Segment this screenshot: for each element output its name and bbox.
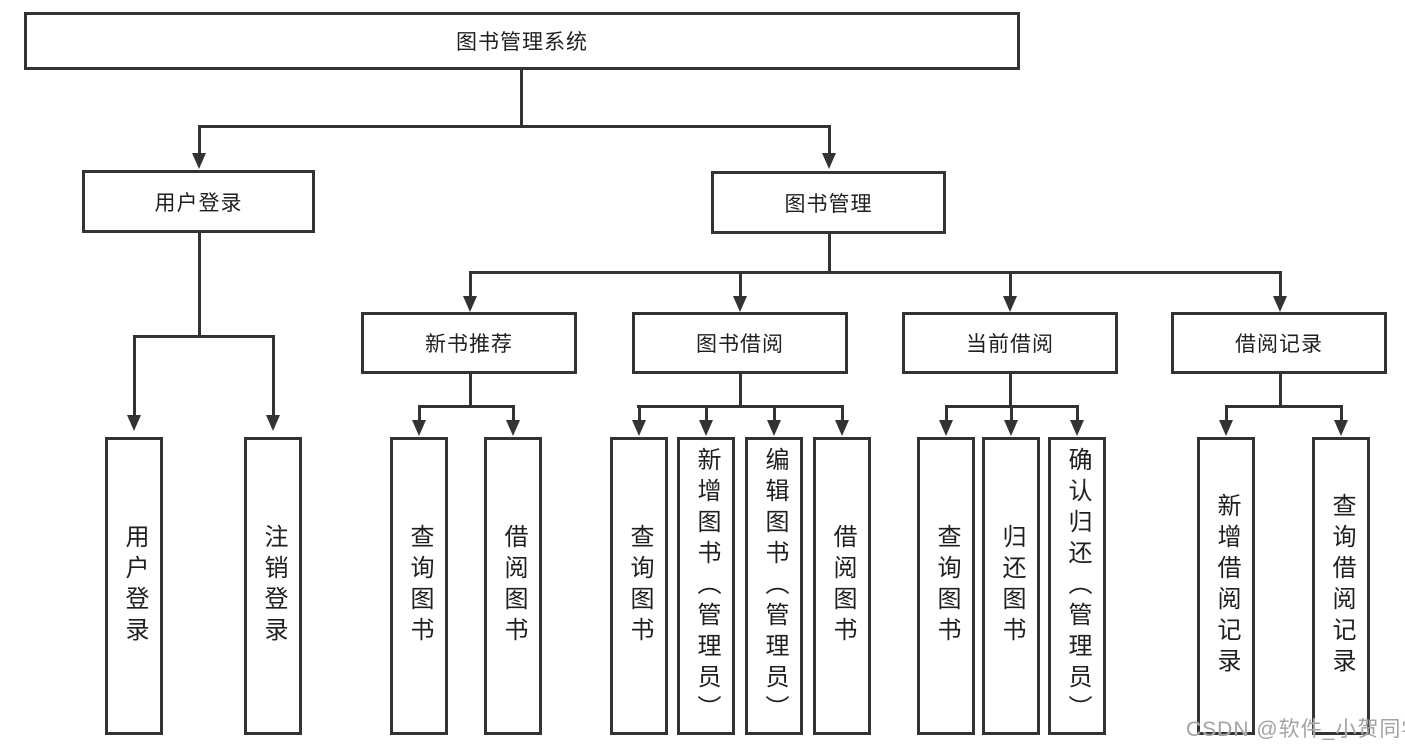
connector-line bbox=[841, 405, 844, 421]
node-leaf-add-borrow-record: 新增借阅记录 bbox=[1197, 437, 1255, 735]
node-label: 图书管理 bbox=[784, 192, 873, 216]
node-leaf-edit-books-admin: 编辑图书（管理员） bbox=[745, 437, 803, 735]
connector-line bbox=[828, 234, 831, 274]
arrowhead-down-icon bbox=[463, 296, 477, 312]
arrowhead-down-icon bbox=[767, 420, 781, 436]
connector-line bbox=[469, 271, 1282, 274]
arrowhead-down-icon bbox=[632, 420, 646, 436]
node-label: 查询借阅记录 bbox=[1328, 493, 1355, 679]
node-book-management-branch: 图书管理 bbox=[711, 171, 946, 234]
connector-line bbox=[198, 125, 201, 155]
node-label: 用户登录 bbox=[121, 524, 148, 648]
connector-line bbox=[739, 374, 742, 407]
connector-line bbox=[637, 405, 844, 408]
arrowhead-down-icon bbox=[733, 296, 747, 312]
connector-line bbox=[739, 271, 742, 297]
arrowhead-down-icon bbox=[1003, 296, 1017, 312]
node-label: 查询图书 bbox=[626, 524, 653, 648]
node-label: 借阅记录 bbox=[1235, 333, 1323, 356]
arrowhead-down-icon bbox=[266, 415, 280, 431]
connector-line bbox=[945, 405, 948, 421]
node-leaf-query-books-recommend: 查询图书 bbox=[390, 437, 448, 735]
node-book-borrowing: 图书借阅 bbox=[632, 312, 848, 374]
arrowhead-down-icon bbox=[1273, 296, 1287, 312]
connector-line bbox=[705, 405, 708, 421]
node-leaf-add-books-admin: 新增图书（管理员） bbox=[677, 437, 735, 735]
connector-line bbox=[1009, 271, 1012, 297]
connector-line bbox=[773, 405, 776, 421]
connector-line bbox=[469, 374, 472, 407]
connector-line bbox=[520, 70, 523, 127]
node-library-management-system: 图书管理系统 bbox=[24, 12, 1020, 70]
node-label: 确认归还（管理员） bbox=[1064, 446, 1091, 726]
node-label: 查询图书 bbox=[933, 524, 960, 648]
arrowhead-down-icon bbox=[412, 420, 426, 436]
node-label: 新增借阅记录 bbox=[1213, 493, 1240, 679]
node-label: 查询图书 bbox=[406, 524, 433, 648]
connector-line bbox=[1009, 374, 1012, 407]
connector-line bbox=[638, 405, 641, 421]
connector-line bbox=[828, 125, 831, 155]
connector-line bbox=[1010, 405, 1013, 421]
node-label: 图书借阅 bbox=[696, 333, 784, 356]
connector-line bbox=[133, 335, 275, 338]
connector-line bbox=[1225, 405, 1343, 408]
connector-line bbox=[1279, 271, 1282, 297]
node-label: 归还图书 bbox=[998, 524, 1025, 648]
node-label: 新增图书（管理员） bbox=[693, 446, 720, 726]
csdn-watermark: CSDN @软件_小贺同学 bbox=[1186, 718, 1405, 741]
node-label: 新书推荐 bbox=[425, 333, 513, 356]
node-label: 借阅图书 bbox=[500, 524, 527, 648]
node-user-login-branch: 用户登录 bbox=[82, 170, 315, 233]
connector-line bbox=[469, 271, 472, 297]
connector-line bbox=[198, 125, 830, 128]
node-label: 图书管理系统 bbox=[456, 31, 588, 54]
node-leaf-query-borrow-record: 查询借阅记录 bbox=[1312, 437, 1370, 735]
arrowhead-down-icon bbox=[192, 153, 206, 169]
node-new-book-recommend: 新书推荐 bbox=[361, 312, 577, 374]
connector-line bbox=[1076, 405, 1079, 421]
connector-line bbox=[1340, 405, 1343, 421]
arrowhead-down-icon bbox=[939, 420, 953, 436]
connector-line bbox=[1279, 374, 1282, 407]
node-leaf-query-books-current: 查询图书 bbox=[917, 437, 975, 735]
node-leaf-query-books-borrowing: 查询图书 bbox=[610, 437, 668, 735]
node-current-borrowing: 当前借阅 bbox=[902, 312, 1118, 374]
arrowhead-down-icon bbox=[822, 153, 836, 169]
node-label: 当前借阅 bbox=[966, 333, 1054, 356]
arrowhead-down-icon bbox=[1219, 420, 1233, 436]
connector-line bbox=[133, 335, 136, 416]
arrowhead-down-icon bbox=[835, 420, 849, 436]
node-label: 编辑图书（管理员） bbox=[761, 446, 788, 726]
node-leaf-return-books: 归还图书 bbox=[982, 437, 1040, 735]
node-leaf-borrow-books: 借阅图书 bbox=[813, 437, 871, 735]
node-leaf-borrow-books-recommend: 借阅图书 bbox=[484, 437, 542, 735]
connector-line bbox=[418, 405, 515, 408]
arrowhead-down-icon bbox=[506, 420, 520, 436]
connector-line bbox=[198, 233, 201, 335]
node-leaf-confirm-return-admin: 确认归还（管理员） bbox=[1048, 437, 1106, 735]
connector-line bbox=[418, 405, 421, 421]
arrowhead-down-icon bbox=[1334, 420, 1348, 436]
connector-line bbox=[272, 335, 275, 416]
arrowhead-down-icon bbox=[699, 420, 713, 436]
connector-line bbox=[512, 405, 515, 421]
node-leaf-logout: 注销登录 bbox=[244, 437, 302, 735]
node-label: 用户登录 bbox=[154, 191, 243, 215]
connector-line bbox=[1225, 405, 1228, 421]
arrowhead-down-icon bbox=[1070, 420, 1084, 436]
node-borrowing-records: 借阅记录 bbox=[1171, 312, 1387, 374]
arrowhead-down-icon bbox=[127, 415, 141, 431]
node-label: 借阅图书 bbox=[829, 524, 856, 648]
node-leaf-user-login: 用户登录 bbox=[105, 437, 163, 735]
arrowhead-down-icon bbox=[1004, 420, 1018, 436]
node-label: 注销登录 bbox=[260, 524, 287, 648]
